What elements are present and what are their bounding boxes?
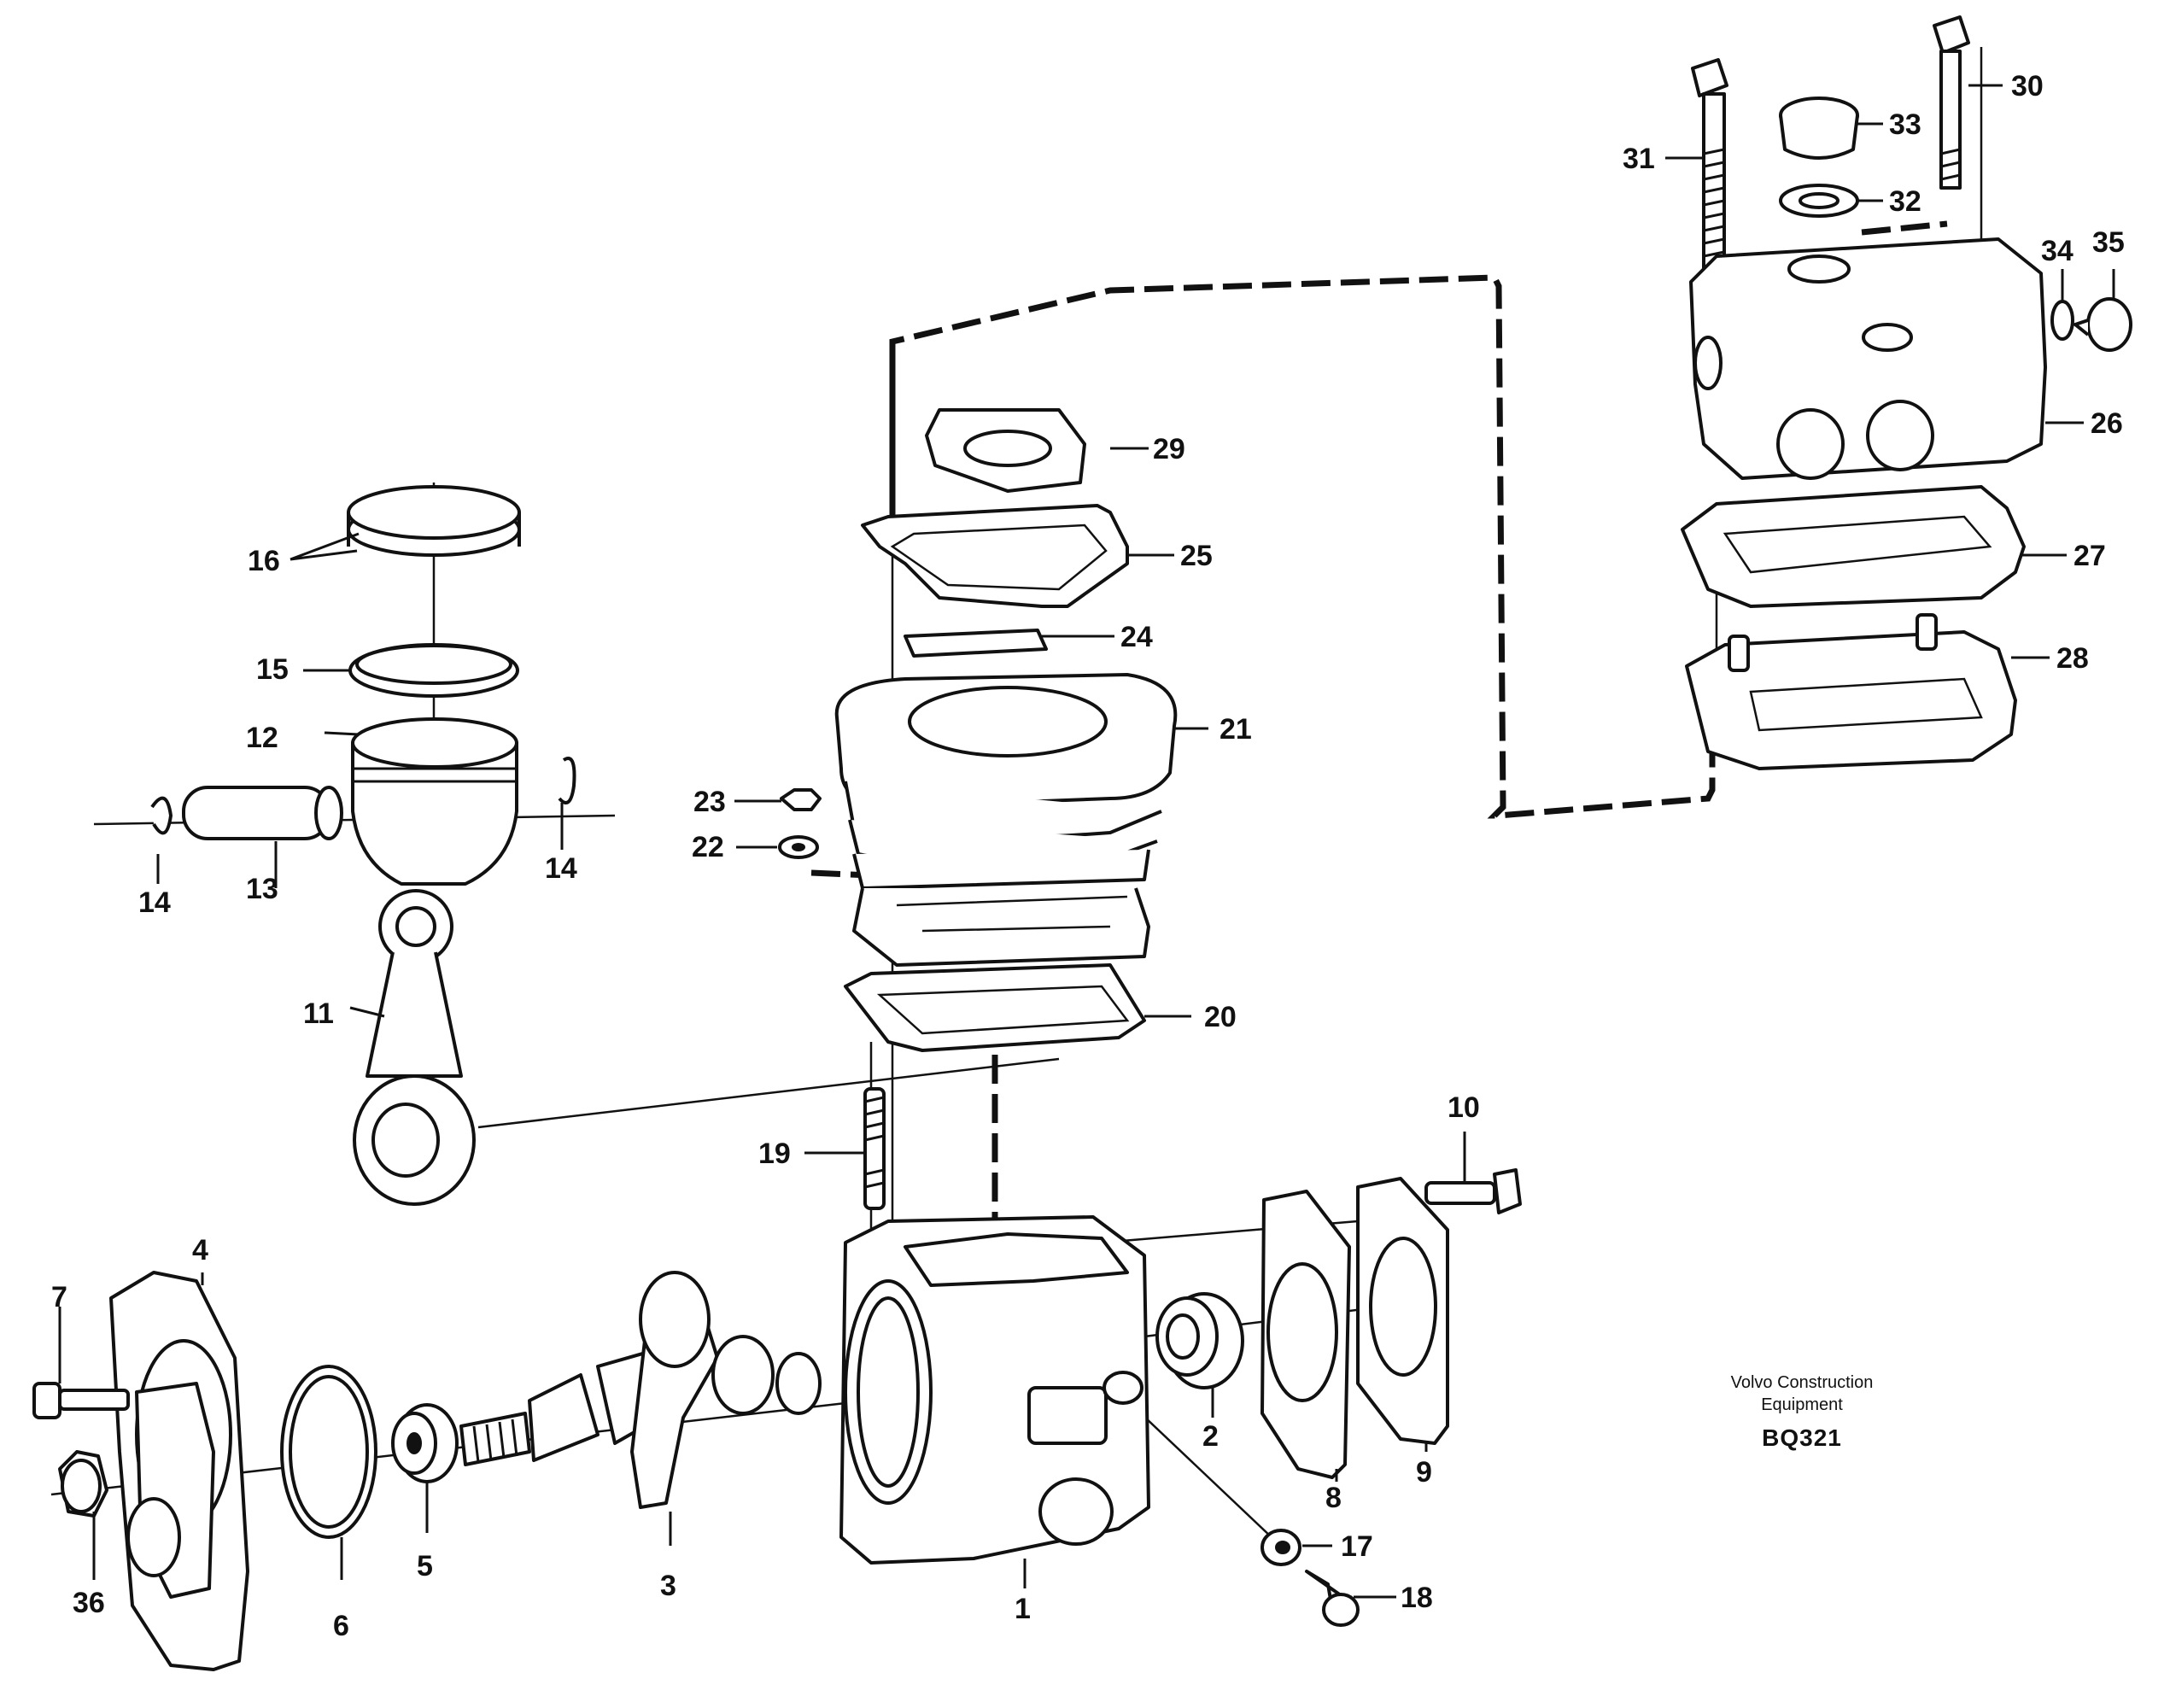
callout-34: 34: [2041, 235, 2073, 267]
callout-10: 10: [1448, 1091, 1480, 1124]
gasket-25: [861, 504, 1129, 608]
callout-5: 5: [417, 1550, 433, 1582]
washer-17: [1260, 1529, 1301, 1566]
caption-line-1: Volvo Construction: [1731, 1373, 1874, 1392]
callout-32: 32: [1889, 185, 1921, 218]
callout-2: 2: [1202, 1420, 1219, 1453]
crankshaft-3: [459, 1271, 822, 1509]
circlips-14: [150, 757, 576, 835]
gasket-27: [1681, 485, 2026, 608]
callout-27: 27: [2073, 540, 2106, 572]
cylinder-head-26: [1689, 237, 2047, 480]
callout-19: 19: [758, 1138, 791, 1170]
callout-14b: 14: [545, 852, 577, 885]
bolt-10: [1424, 1168, 1522, 1214]
callout-8: 8: [1325, 1482, 1342, 1514]
gasket-20: [844, 963, 1146, 1052]
callout-31: 31: [1623, 143, 1655, 175]
leader-lines: [58, 84, 2115, 1599]
callout-36: 36: [73, 1587, 105, 1619]
callout-30: 30: [2011, 70, 2044, 102]
caption-line-2: Equipment: [1761, 1395, 1843, 1414]
bushing-5: [391, 1403, 459, 1483]
nut-23: [780, 788, 822, 811]
gasket-29: [925, 408, 1086, 493]
plug-33: [1779, 97, 1859, 160]
plug-35: [2073, 297, 2132, 352]
callout-25: 25: [1180, 540, 1213, 572]
callout-17: 17: [1341, 1530, 1373, 1563]
crankcase-1: [839, 1215, 1150, 1565]
illustration-code: BQ321: [1762, 1424, 1842, 1451]
screw-18: [1305, 1570, 1360, 1627]
piston-ring-15: [348, 643, 519, 698]
callout-21: 21: [1220, 713, 1252, 746]
callout-16: 16: [248, 545, 280, 577]
callout-3: 3: [660, 1570, 676, 1602]
flange-cover-9: [1356, 1177, 1449, 1445]
gasket-8: [1260, 1190, 1351, 1479]
washer-32: [1779, 184, 1859, 218]
callout-24: 24: [1120, 621, 1153, 653]
callout-20: 20: [1204, 1001, 1237, 1033]
reed-strip-24: [904, 629, 1048, 658]
bolt-30: [1933, 15, 1970, 190]
bushing-2: [1155, 1292, 1244, 1389]
piston-pin-13: [182, 786, 343, 840]
callout-12: 12: [246, 722, 278, 754]
callout-14a: 14: [138, 886, 171, 919]
valve-plate-28: [1685, 613, 2017, 770]
publisher-caption: Volvo Construction Equipment BQ321: [1731, 1373, 1874, 1451]
callout-15: 15: [256, 653, 289, 686]
callout-29: 29: [1153, 433, 1185, 465]
callout-13: 13: [246, 873, 278, 905]
connecting-rod-11: [353, 889, 476, 1206]
piston-12: [351, 717, 518, 886]
washer-22: [778, 835, 819, 859]
callout-26: 26: [2091, 407, 2123, 440]
callout-22: 22: [692, 831, 724, 863]
callout-7: 7: [51, 1281, 67, 1313]
callout-1: 1: [1015, 1593, 1031, 1625]
bolt-31: [1691, 58, 1728, 288]
callout-9: 9: [1416, 1456, 1432, 1489]
end-cover-4: [109, 1271, 249, 1671]
nut-36: [58, 1450, 108, 1518]
callout-33: 33: [1889, 108, 1921, 141]
callout-18: 18: [1401, 1582, 1433, 1614]
callout-11: 11: [303, 997, 334, 1030]
stud-19: [863, 1087, 886, 1210]
screw-7: [32, 1382, 130, 1419]
washer-34: [2050, 300, 2074, 341]
callout-28: 28: [2056, 642, 2089, 675]
callout-35: 35: [2092, 226, 2125, 259]
callout-23: 23: [693, 786, 726, 818]
callout-labels: 1 2 3 4 5 6 7 8 9 10 11 12 13 14 14 15 1…: [51, 70, 2125, 1642]
piston-rings-16: [347, 485, 521, 557]
callout-6: 6: [333, 1610, 349, 1642]
o-ring-6: [280, 1365, 377, 1539]
cylinder-21: [834, 673, 1178, 967]
callout-4: 4: [192, 1234, 208, 1266]
